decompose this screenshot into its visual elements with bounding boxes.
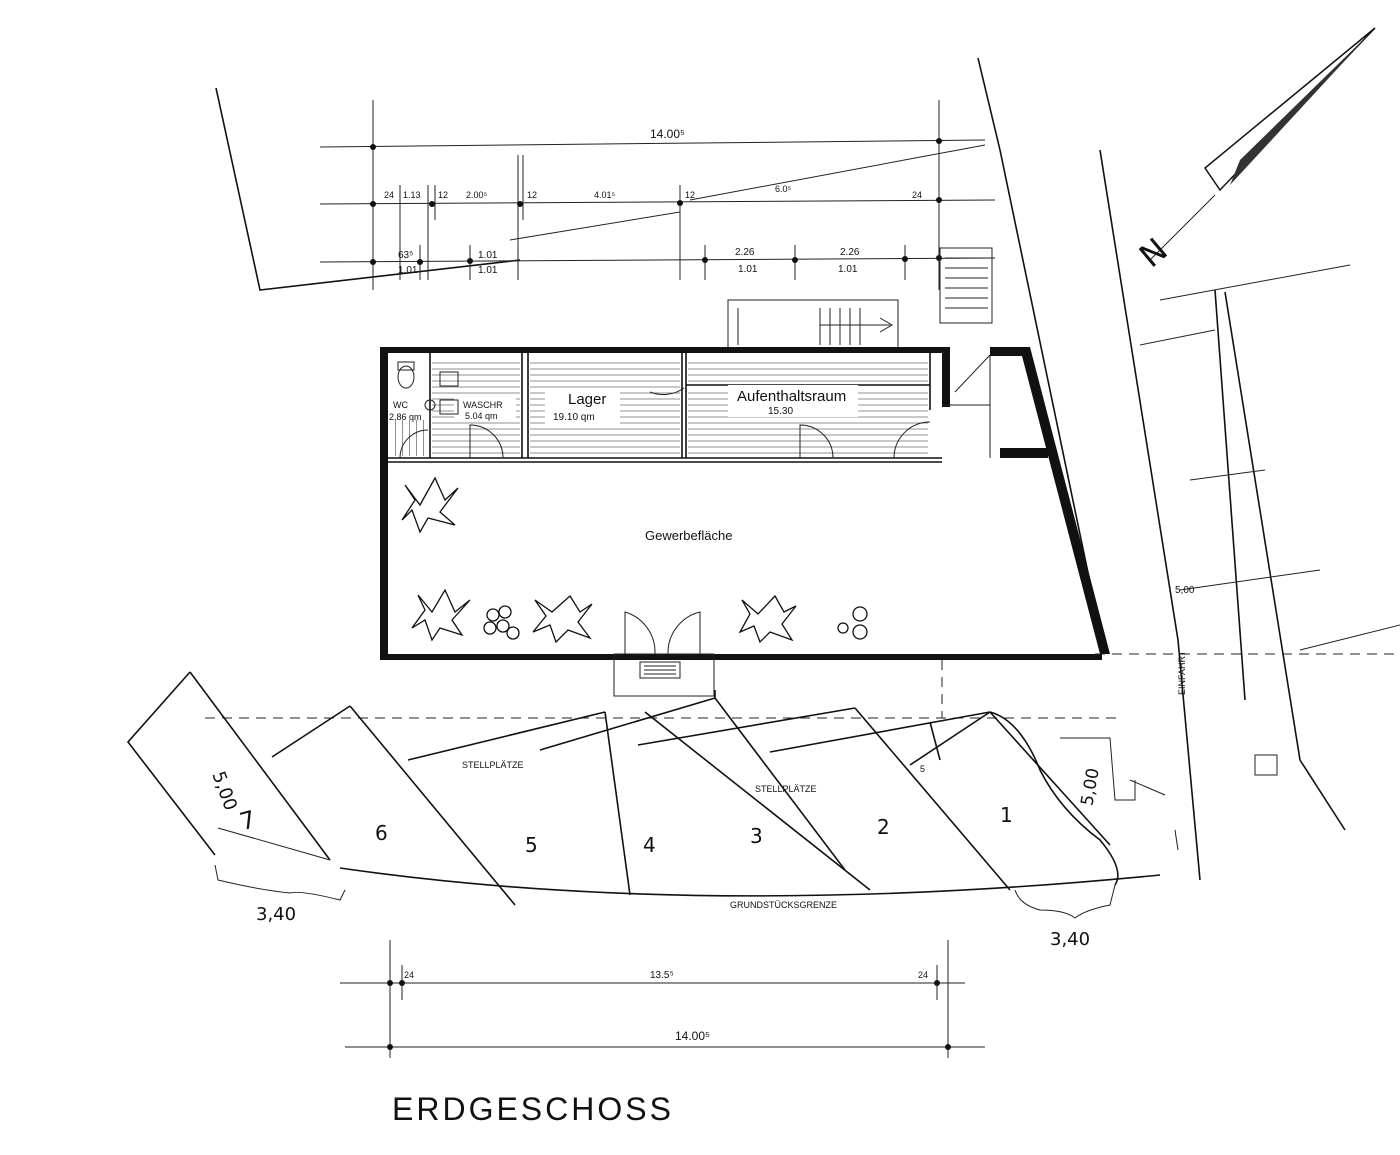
parking-number-6: 6 (375, 821, 388, 845)
boundary-label: GRUNDSTÜCKSGRENZE (730, 900, 837, 910)
parking-number-1: 1 (1000, 803, 1013, 827)
dim-row3-bottom-1: 1.01 (478, 265, 498, 276)
wc-label: WC (393, 400, 408, 410)
dim-row3-bottom-3: 1.01 (838, 264, 858, 275)
dim-bottom-total: 14.00⁵ (675, 1029, 710, 1043)
waschr-label: WASCHR (463, 400, 503, 410)
dim-row2-1: 1.13 (403, 190, 421, 200)
site-boundary (215, 57, 1400, 881)
parking-width-left: 3,40 (256, 904, 296, 925)
parking-number-4: 4 (643, 833, 656, 857)
dim-row2-5: 4.01⁵ (594, 190, 616, 200)
road-details (1060, 737, 1179, 851)
dim-bottom-inner-right: 24 (918, 970, 928, 980)
staircase (727, 247, 993, 393)
einfahrt-label: EINFAHRT (1177, 650, 1187, 695)
parking-number-5: 5 (525, 833, 538, 857)
parking-number-3: 3 (750, 824, 763, 848)
dim-row3-bottom-2: 1.01 (738, 264, 758, 275)
dim-row2-8: 24 (912, 190, 922, 200)
gewerbe-label: Gewerbefläche (645, 528, 732, 543)
parking-label-right: STELLPLÄTZE (755, 784, 817, 794)
north-arrow (1149, 27, 1376, 261)
dim-row2-0: 24 (384, 190, 394, 200)
parking-spaces (126, 671, 1119, 906)
plan-title: ERDGESCHOSS (392, 1091, 674, 1127)
dim-row3-top-1: 1.01 (478, 250, 498, 261)
north-label: N (1132, 230, 1175, 274)
dim-row3-top-0: 63⁵ (398, 250, 413, 261)
small-mark: 5 (920, 764, 925, 774)
dim-bottom-inner-left: 24 (404, 970, 414, 980)
dim-row2-4: 12 (527, 190, 537, 200)
aufenthalt-label: Aufenthaltsraum (737, 388, 846, 405)
dim-row2-7: 6.0⁵ (775, 184, 792, 194)
wc-hatch (392, 420, 428, 456)
dim-row2-2: 12 (438, 190, 448, 200)
dim-row2-6: 12 (685, 190, 695, 200)
dim-row2-3: 2.00⁵ (466, 190, 488, 200)
aufenthalt-area: 15.30 (768, 406, 793, 417)
parking-width-right: 3,40 (1050, 929, 1090, 950)
property-boundary (339, 867, 1161, 897)
parking-number-7: 7 (237, 805, 259, 836)
dim-top-total: 14.00⁵ (650, 127, 685, 141)
dim-row3-bottom-0: 1.01 (398, 265, 418, 276)
waschr-area: 5.04 qm (465, 411, 498, 421)
dimension-chains-bottom (340, 940, 985, 1058)
parking-depth-right: 5,00 (1077, 767, 1103, 808)
aufenthalt-hatch-top (688, 358, 928, 383)
dim-row3-top-2: 2.26 (735, 247, 755, 258)
parking-number-2: 2 (877, 815, 890, 839)
sanitary-fixtures (397, 361, 459, 415)
dim-bottom-inner: 13.5⁵ (650, 970, 674, 981)
lager-area: 19.10 qm (553, 412, 595, 423)
lager-label: Lager (568, 391, 606, 408)
wc-area: 2.86 qm (389, 412, 422, 422)
building-walls (380, 347, 1110, 660)
parking-depth-left: 5,00 (207, 769, 240, 814)
plant-decorations (401, 476, 868, 644)
dim-row3-top-3: 2.26 (840, 247, 860, 258)
road-width-label: 5,00 (1175, 585, 1195, 596)
doors (399, 387, 931, 697)
parking-label-left: STELLPLÄTZE (462, 760, 524, 770)
dimension-chains-top (319, 100, 996, 290)
